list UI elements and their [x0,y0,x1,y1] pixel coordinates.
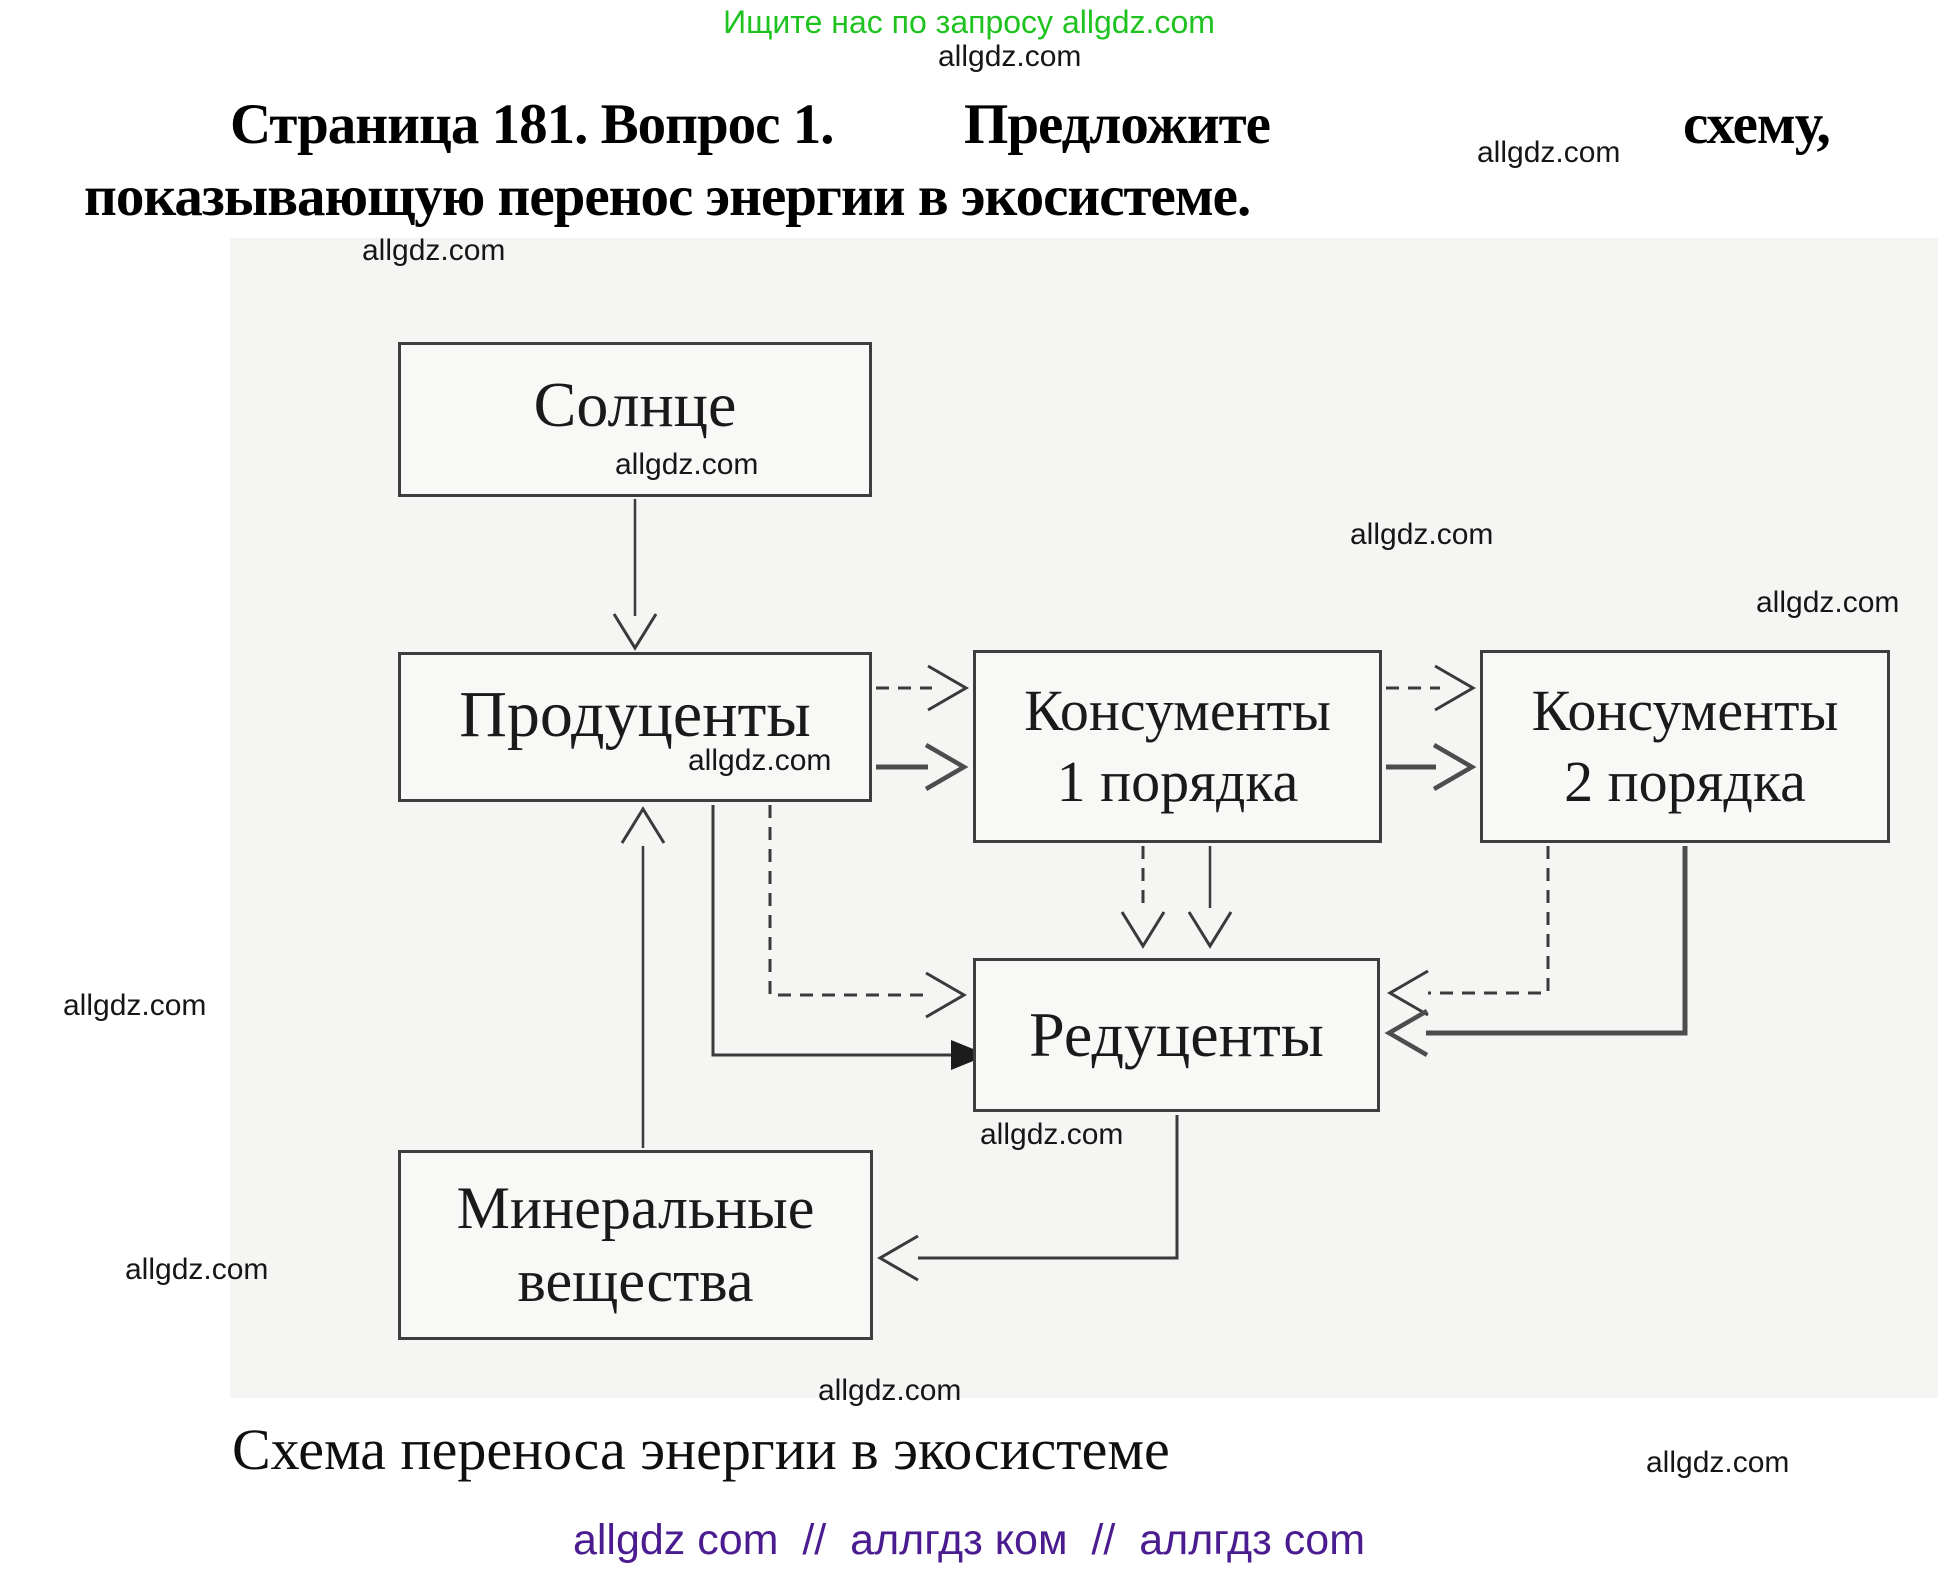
node-consumers-2: Консументы 2 порядка [1480,650,1890,843]
page-title-part3: схему, [1683,93,1831,156]
watermark: allgdz.com [980,1118,1124,1151]
node-reducers: Редуценты [973,958,1380,1112]
node-sun: Солнце [398,342,872,497]
watermark: allgdz.com [1477,136,1621,169]
node-producers: Продуценты [398,652,872,802]
watermark: allgdz.com [938,40,1082,73]
node-consumers-1-label-line2: 1 порядка [1056,748,1299,814]
watermark: allgdz.com [1350,518,1494,551]
node-consumers-1: Консументы 1 порядка [973,650,1382,843]
arrow-minerals-to-producers [620,806,666,1148]
node-minerals-label-line1: Минеральные [456,1174,815,1241]
arrow-consumers1-to-reducers-dashed [1120,846,1166,949]
watermark: allgdz.com [362,234,506,267]
arrow-producers-to-consumers1-solid [876,743,969,791]
node-minerals-label-line2: вещества [517,1248,754,1314]
arrow-consumers2-to-reducers-dashed [1387,846,1550,1017]
node-sun-label: Солнце [533,369,737,441]
page-title-line2: показывающую перенос энергии в экосистем… [84,165,1251,228]
watermark: allgdz.com [63,989,207,1022]
footer-domains-text: allgdz com // аллгдз ком // аллгдз com [572,1516,1366,1564]
page-title-part2: Предложите [964,93,1271,156]
node-minerals: Минеральные вещества [398,1150,873,1340]
watermark: allgdz.com [1756,586,1900,619]
node-consumers-1-label-line1: Консументы [1024,677,1331,743]
arrow-producers-to-consumers1-dashed [876,664,969,712]
arrow-consumers1-to-consumers2-solid [1386,743,1477,791]
diagram-caption: Схема переноса энергии в экосистеме [232,1417,1170,1482]
node-reducers-label: Редуценты [1029,998,1324,1070]
watermark: allgdz.com [125,1253,269,1286]
watermark: allgdz.com [818,1374,962,1407]
node-consumers-2-label-line2: 2 порядка [1564,748,1806,814]
arrow-sun-to-producers [612,499,658,651]
watermark: allgdz.com [688,744,832,777]
node-consumers-2-label-line1: Консументы [1531,677,1839,743]
arrow-consumers1-to-reducers-solid [1187,846,1233,949]
node-producers-label: Продуценты [459,677,811,751]
watermark: allgdz.com [615,448,759,481]
arrow-producers-to-reducers-dashed [768,805,967,1019]
arrow-consumers1-to-consumers2-dashed [1386,664,1476,712]
page-title-part1: Страница 181. Вопрос 1. [230,93,834,156]
watermark: allgdz.com [1646,1446,1790,1479]
arrow-reducers-to-minerals [877,1115,1179,1282]
arrow-producers-to-reducers-solid [711,805,988,1070]
promo-text: Ищите нас по запросу allgdz.com [723,4,1215,40]
arrow-consumers2-to-reducers-solid [1384,846,1688,1057]
